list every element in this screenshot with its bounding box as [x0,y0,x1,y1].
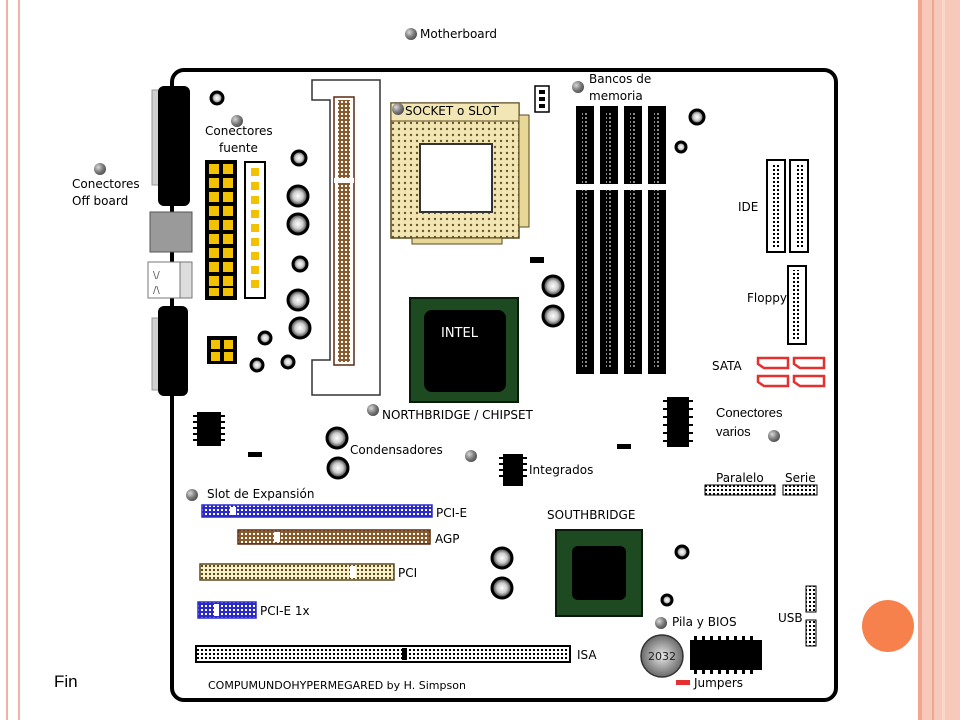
label-pci: PCI [398,566,418,580]
bullet-icon [768,430,780,442]
bullet-icon [186,489,198,501]
label-pcie1x: PCI-E 1x [260,604,310,618]
parallel-serial-ports [704,484,818,496]
bullet-icon [465,450,477,462]
bullet-icon [367,404,379,416]
label-sata: SATA [712,359,742,373]
bullet-icon [231,115,243,127]
bullet-icon [405,28,417,40]
label-parallel: Paralelo [716,471,764,485]
left-frame-border [0,0,20,720]
label-power-connectors-1: Conectores [205,124,273,138]
orange-decor-circle [862,600,914,652]
label-agp: AGP [435,532,460,546]
bullet-icon [94,163,106,175]
label-offboard-2: Off board [72,194,129,208]
right-frame-stripes [918,0,960,720]
label-isa: ISA [577,648,597,662]
label-intel: INTEL [441,326,478,341]
svg-text:/\: /\ [153,285,160,296]
svg-text:\/: \/ [153,270,160,281]
label-southbridge: SOUTHBRIDGE [547,508,636,522]
label-memory-banks-2: memoria [589,89,643,103]
ide-connectors [766,159,809,345]
misc-chips [193,397,693,486]
label-integrated: Integrados [529,463,594,477]
memory-banks [576,106,666,374]
bullet-icon [655,617,667,629]
label-various-1: Conectores [716,405,783,420]
cpu-slot [311,79,381,396]
label-memory-banks-1: Bancos de [589,72,652,86]
diagram-title: Motherboard [420,27,497,41]
fin-link[interactable]: Fin [54,672,78,691]
southbridge-chip [555,529,643,617]
label-socket: SOCKET o SLOT [405,104,499,118]
cpu-socket [390,85,550,263]
northbridge-chip [409,297,519,403]
label-offboard-1: Conectores [72,177,140,191]
battery-bios [640,634,762,685]
label-usb: USB [778,611,803,625]
credit-text: COMPUMUNDOHYPERMEGARED by H. Simpson [208,679,466,692]
bullet-icon [572,81,584,93]
sata-connectors [756,356,826,388]
label-serial: Serie [785,471,816,485]
label-battery-bios: Pila y BIOS [672,615,737,629]
capacitors-group [209,90,706,607]
usb-headers [805,585,817,647]
power-connectors [205,160,266,364]
label-power-connectors-2: fuente [219,141,258,155]
label-battery-text: 2032 [648,650,676,663]
label-floppy: Floppy [747,291,787,305]
bullet-icon [392,103,404,115]
label-ide: IDE [738,200,759,214]
label-northbridge: NORTHBRIDGE / CHIPSET [382,408,533,422]
offboard-connectors: \/ /\ [147,86,193,396]
label-expansion-slot: Slot de Expansión [207,487,315,501]
expansion-slots [195,504,571,663]
label-pcie: PCI-E [436,506,468,520]
label-various-2: varios [716,424,751,439]
label-capacitors: Condensadores [350,443,443,457]
label-jumpers: Jumpers [694,676,744,690]
